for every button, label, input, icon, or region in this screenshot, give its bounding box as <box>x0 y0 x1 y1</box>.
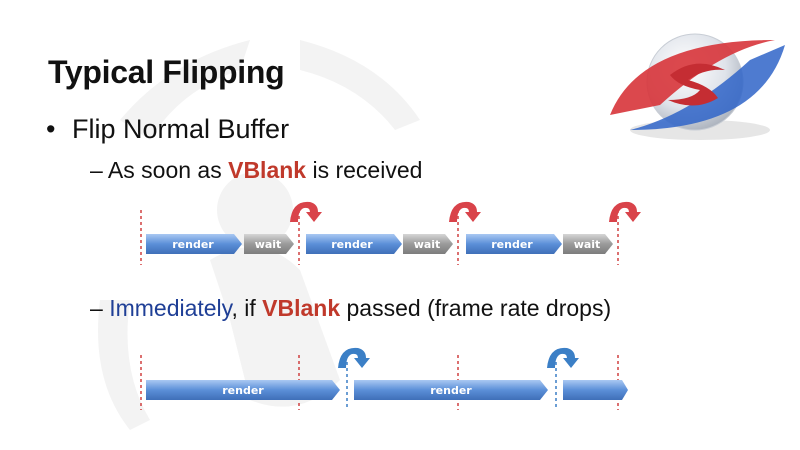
subbullet-prefix: As soon as <box>107 157 229 183</box>
watermark-arc-1 <box>120 40 250 140</box>
flip-arrow-red-icon <box>609 201 641 222</box>
page-title: Typical Flipping <box>48 54 285 90</box>
render-block-label: render <box>331 238 373 251</box>
bullet-text: Flip Normal Buffer <box>72 114 290 144</box>
watermark-arc-2 <box>300 40 420 130</box>
render-block-label: render <box>491 238 533 251</box>
render-block-partial <box>563 380 628 400</box>
flip-arrow-blue-icon <box>338 347 370 368</box>
flip-arrow-blue-icon <box>547 347 579 368</box>
subbullet-immediately-keyword: Immediately <box>109 295 232 321</box>
wait-block <box>563 234 613 254</box>
subbullet-suffix: is received <box>306 157 423 183</box>
render-block <box>146 234 242 254</box>
wait-block <box>403 234 453 254</box>
diagram-normal-flip: render wait render wait render wait <box>140 201 641 265</box>
logo-globe-icon <box>610 33 785 140</box>
render-block-label: render <box>172 238 214 251</box>
subbullet-suffix: passed (frame rate drops) <box>340 295 612 321</box>
render-block-label: render <box>430 384 472 397</box>
wait-block-label: wait <box>574 238 601 251</box>
render-block <box>354 380 548 400</box>
render-block <box>146 380 340 400</box>
subbullet-vblank-keyword: VBlank <box>228 157 307 183</box>
watermark-body <box>210 247 340 407</box>
bullet-flip-normal-buffer: • Flip Normal Buffer <box>46 114 289 145</box>
render-block-label: render <box>222 384 264 397</box>
wait-block-label: wait <box>414 238 441 251</box>
subbullet-dash: – <box>90 157 108 183</box>
subbullet-dash: – <box>90 295 110 321</box>
subbullet-vblank-keyword: VBlank <box>262 295 341 321</box>
watermark-arc-3 <box>98 300 150 430</box>
render-block <box>466 234 562 254</box>
subbullet-mid: , if <box>231 295 263 321</box>
flip-arrow-red-icon <box>449 201 481 222</box>
subbullet-vblank-passed: – Immediately, if VBlank passed (frame r… <box>90 295 611 322</box>
subbullet-vblank-received: – As soon as VBlank is received <box>90 157 422 184</box>
diagram-immediate-flip: render render <box>140 347 628 410</box>
render-block <box>306 234 402 254</box>
bullet-marker: • <box>46 114 56 144</box>
flip-arrow-red-icon <box>290 201 322 222</box>
watermark-head <box>217 172 293 248</box>
wait-block <box>244 234 294 254</box>
wait-block-label: wait <box>255 238 282 251</box>
